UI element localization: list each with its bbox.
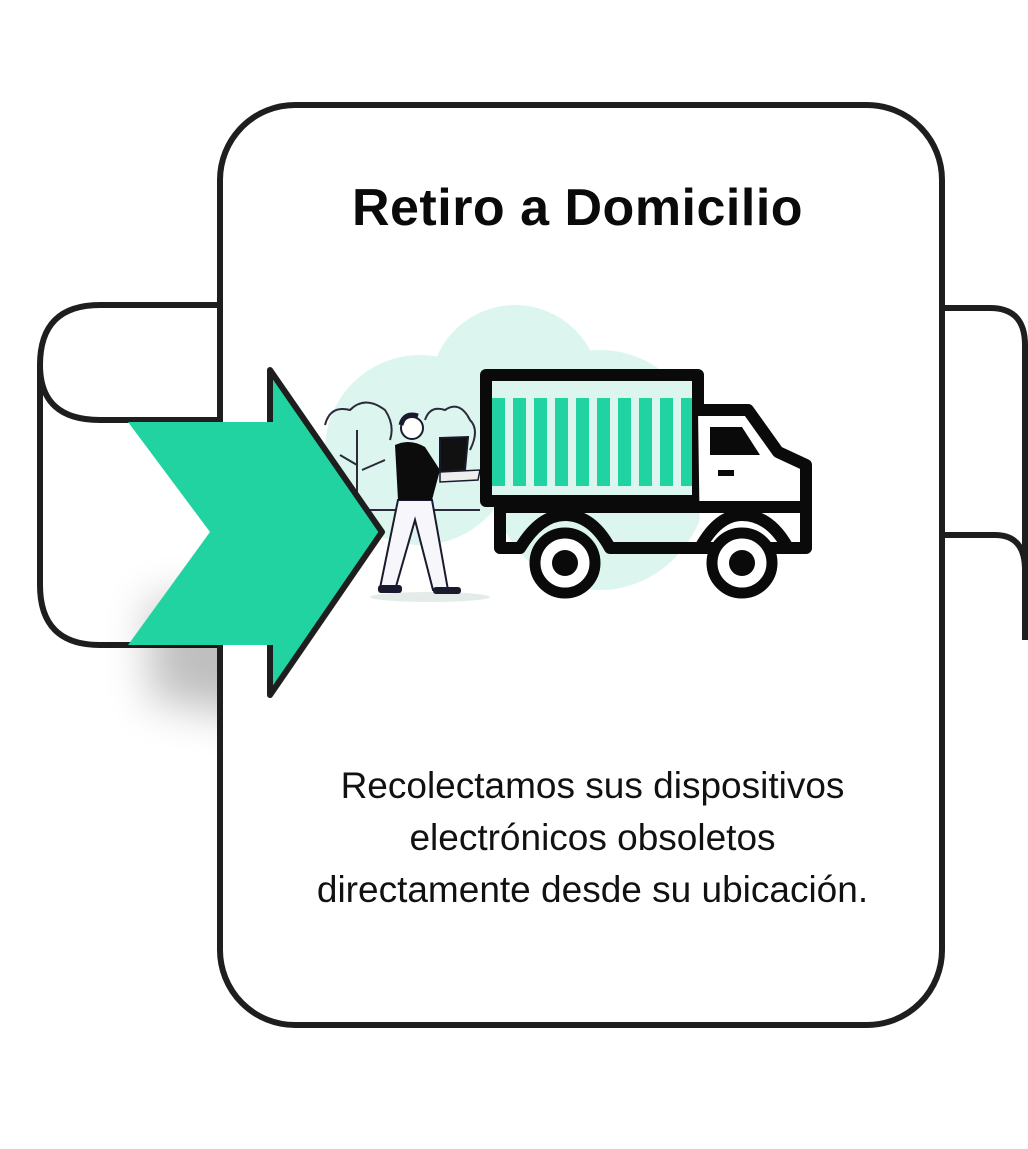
card-title: Retiro a Domicilio bbox=[351, 179, 804, 237]
description-line: directamente desde su ubicación. bbox=[316, 869, 869, 910]
description-line: electrónicos obsoletos bbox=[409, 817, 776, 858]
right-scroll-tab bbox=[942, 305, 1028, 640]
card-description: Recolectamos sus dispositivos electrónic… bbox=[245, 760, 940, 916]
arrow-right-icon bbox=[128, 367, 385, 698]
left-scroll-tab bbox=[37, 302, 270, 648]
person-with-laptop-icon bbox=[370, 412, 490, 602]
delivery-truck-icon bbox=[480, 369, 812, 599]
description-line: Recolectamos sus dispositivos bbox=[340, 765, 845, 806]
